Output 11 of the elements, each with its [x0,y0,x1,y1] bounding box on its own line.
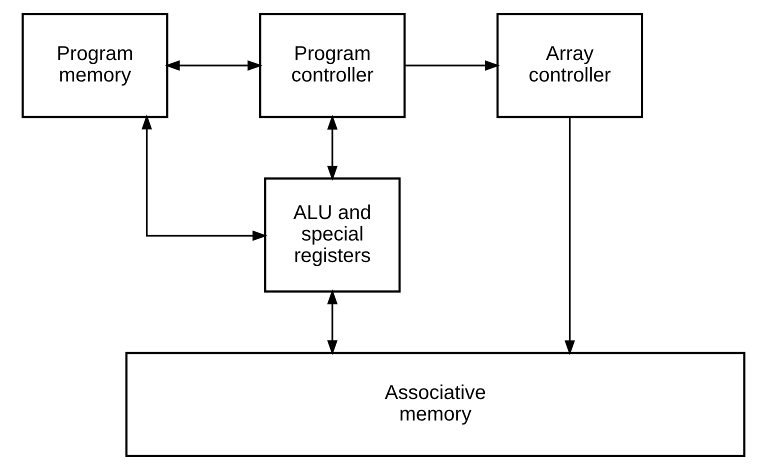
arrow [564,117,574,356]
arrow [404,60,500,71]
node-box: Program controller [258,12,406,118]
node-box: ALU and special registers [264,177,400,293]
arrow [326,289,338,356]
arrow [164,60,262,71]
node-box: Program memory [21,12,168,118]
arrow [326,114,338,181]
node-box: Array controller [496,12,643,118]
node-box: Associative memory [124,352,745,458]
arrow [141,114,267,241]
